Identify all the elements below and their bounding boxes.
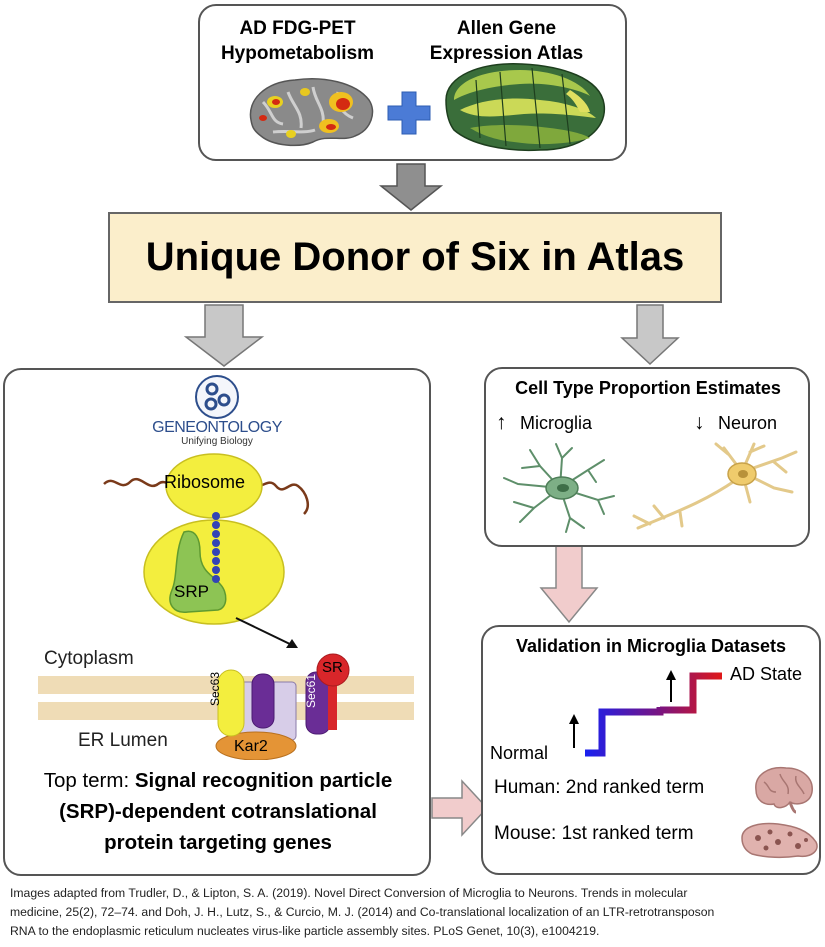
citation-line-3: RNA to the endoplasmic reticulum nucleat… <box>10 924 600 938</box>
kar2-label: Kar2 <box>234 738 268 755</box>
microglia-up-arrow: ↑ <box>496 411 507 434</box>
top-term-prefix: Top term: <box>43 769 135 792</box>
ad-progression-staircase <box>569 670 722 757</box>
ribosome-srp-illustration <box>103 453 309 625</box>
neuron-cell-image <box>632 442 798 530</box>
citation-footer: Images adapted from Trudler, D., & Lipto… <box>10 884 820 941</box>
sr-label: SR <box>322 659 343 676</box>
top-term-line1: Signal recognition particle <box>134 769 393 792</box>
er-lumen-label: ER Lumen <box>78 730 168 751</box>
top-term-text: Top term: Signal recognition particle (S… <box>8 765 428 858</box>
cell-type-title: Cell Type Proportion Estimates <box>515 378 781 398</box>
fdg-pet-title: AD FDG-PET Hypometabolism <box>220 18 375 64</box>
translocation-arrow-icon <box>235 617 298 648</box>
ad-state-label: AD State <box>730 664 803 684</box>
donor-banner: Unique Donor of Six in Atlas <box>108 212 722 303</box>
normal-label: Normal <box>490 743 549 763</box>
er-membrane-illustration <box>38 653 414 760</box>
microglia-label: Microglia <box>520 413 593 433</box>
arrow-top-to-banner <box>378 163 444 211</box>
top-term-line3: protein targeting genes <box>104 831 332 854</box>
cell-type-box <box>484 367 810 547</box>
neuron-label: Neuron <box>718 413 778 433</box>
human-rank-text: Human: 2nd ranked term <box>494 777 705 798</box>
arrow-go-to-validation <box>431 779 489 837</box>
cytoplasm-label: Cytoplasm <box>44 648 134 669</box>
go-logo-tagline: Unifying Biology <box>181 436 253 447</box>
top-term-line2: (SRP)-dependent cotranslational <box>59 800 377 823</box>
validation-title: Validation in Microglia Datasets <box>515 636 787 656</box>
human-brain-icon <box>755 766 813 814</box>
citation-line-1: Images adapted from Trudler, D., & Lipto… <box>10 886 688 900</box>
neuron-down-arrow: ↓ <box>694 411 705 434</box>
srp-label: SRP <box>174 582 209 601</box>
sec63-label: Sec63 <box>208 671 222 706</box>
sec61-label: Sec61 <box>304 673 318 708</box>
arrow-banner-to-celltype <box>620 304 680 366</box>
ribosome-label: Ribosome <box>164 472 246 492</box>
banner-text: Unique Donor of Six in Atlas <box>145 235 685 279</box>
mouse-brain-icon <box>741 822 818 859</box>
plus-icon <box>387 91 431 135</box>
microglia-cell-image <box>503 443 615 533</box>
arrow-banner-to-go <box>183 304 265 367</box>
allen-atlas-title: Allen Gene Expression Atlas <box>429 18 584 64</box>
atlas-brain-image <box>445 63 606 152</box>
pet-brain-image <box>249 78 374 147</box>
mouse-rank-text: Mouse: 1st ranked term <box>494 823 694 844</box>
citation-line-2: medicine, 25(2), 72–74. and Doh, J. H., … <box>10 905 715 919</box>
gene-ontology-logo-icon <box>195 375 239 419</box>
go-logo-name: GENEONTOLOGY <box>152 419 282 436</box>
arrow-celltype-to-validation <box>539 543 599 624</box>
